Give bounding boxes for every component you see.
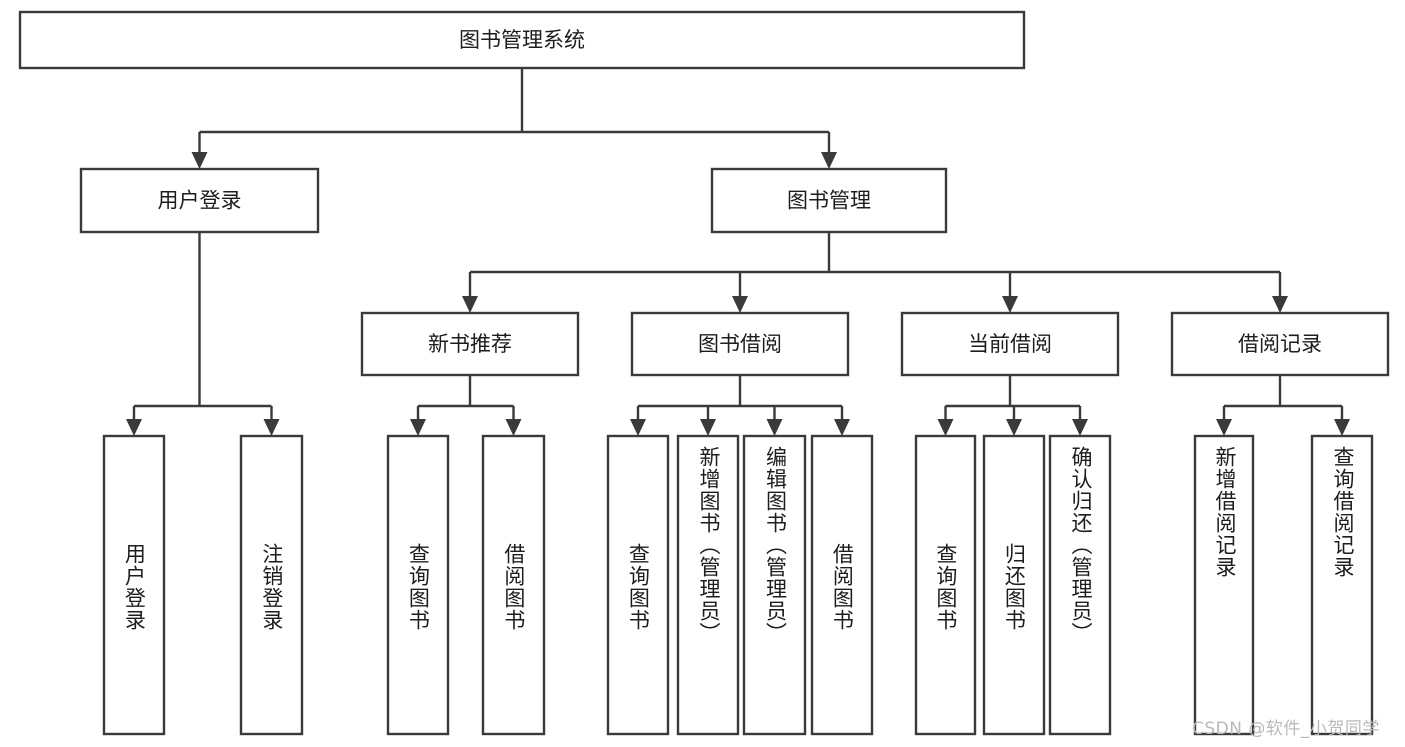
node-box-查询图书[interactable] <box>386 434 450 736</box>
当前借阅-to-确认归还管理员-2-arrowhead <box>1072 419 1088 436</box>
node-box-当前借阅[interactable] <box>900 311 1120 377</box>
当前借阅-to-归还图书-1-arrowhead <box>1006 419 1022 436</box>
node-box-归还图书[interactable] <box>982 434 1046 736</box>
root-to-图书管理-1-arrowhead <box>821 152 837 169</box>
watermark: CSDN @软件_小贺同学 <box>1192 719 1380 739</box>
用户登录-to-注销登录-1-arrowhead <box>263 419 280 436</box>
node-box-确认归还管理员[interactable] <box>1048 434 1112 736</box>
mgmt-to-借阅记录-3-arrowhead <box>1272 296 1288 313</box>
node-label-当前借阅: 当前借阅 <box>968 332 1052 356</box>
图书借阅-to-查询图书-0-arrowhead <box>630 419 646 436</box>
新书推荐-to-借阅图书-1-arrowhead <box>505 419 522 436</box>
node-label-借阅记录: 借阅记录 <box>1238 332 1322 356</box>
node-box-图书管理[interactable] <box>710 167 948 234</box>
node-box-注销登录[interactable] <box>239 434 304 736</box>
node-box-图书管理系统[interactable] <box>18 10 1026 70</box>
mgmt-to-新书推荐-0-arrowhead <box>462 296 478 313</box>
node-box-查询图书[interactable] <box>606 434 670 736</box>
node-box-查询图书[interactable] <box>914 434 977 736</box>
node-box-查询借阅记录[interactable] <box>1310 434 1374 736</box>
用户登录-to-用户登录-0-arrowhead <box>126 419 142 436</box>
mgmt-to-当前借阅-2-arrowhead <box>1002 296 1018 313</box>
node-box-借阅记录[interactable] <box>1170 311 1390 377</box>
mgmt-to-图书借阅-1-arrowhead <box>732 296 748 313</box>
node-box-新增借阅记录[interactable] <box>1193 434 1255 736</box>
node-box-新书推荐[interactable] <box>360 311 580 377</box>
node-label-图书管理系统: 图书管理系统 <box>459 28 585 52</box>
node-label-用户登录: 用户登录 <box>158 189 242 213</box>
root-to-用户登录-0-arrowhead <box>191 152 208 169</box>
node-box-新增图书管理员[interactable] <box>676 434 740 736</box>
新书推荐-to-查询图书-0-arrowhead <box>410 419 426 436</box>
node-label-图书借阅: 图书借阅 <box>698 332 782 356</box>
借阅记录-to-查询借阅记录-1-arrowhead <box>1334 419 1350 436</box>
当前借阅-to-查询图书-0-arrowhead <box>937 419 954 436</box>
node-box-图书借阅[interactable] <box>630 311 850 377</box>
connector-layer <box>126 68 1350 436</box>
node-box-layer <box>18 10 1390 736</box>
node-box-用户登录[interactable] <box>102 434 166 736</box>
node-label-图书管理: 图书管理 <box>787 189 871 213</box>
node-box-编辑图书管理员[interactable] <box>742 434 807 736</box>
借阅记录-to-新增借阅记录-0-arrowhead <box>1216 419 1232 436</box>
图书借阅-to-编辑图书管理员-2-arrowhead <box>766 419 783 436</box>
图书借阅-to-借阅图书-3-arrowhead <box>834 419 850 436</box>
node-label-新书推荐: 新书推荐 <box>428 332 512 356</box>
图书借阅-to-新增图书管理员-1-arrowhead <box>700 419 716 436</box>
node-box-用户登录[interactable] <box>79 167 320 234</box>
node-box-借阅图书[interactable] <box>481 434 546 736</box>
node-box-借阅图书[interactable] <box>810 434 874 736</box>
